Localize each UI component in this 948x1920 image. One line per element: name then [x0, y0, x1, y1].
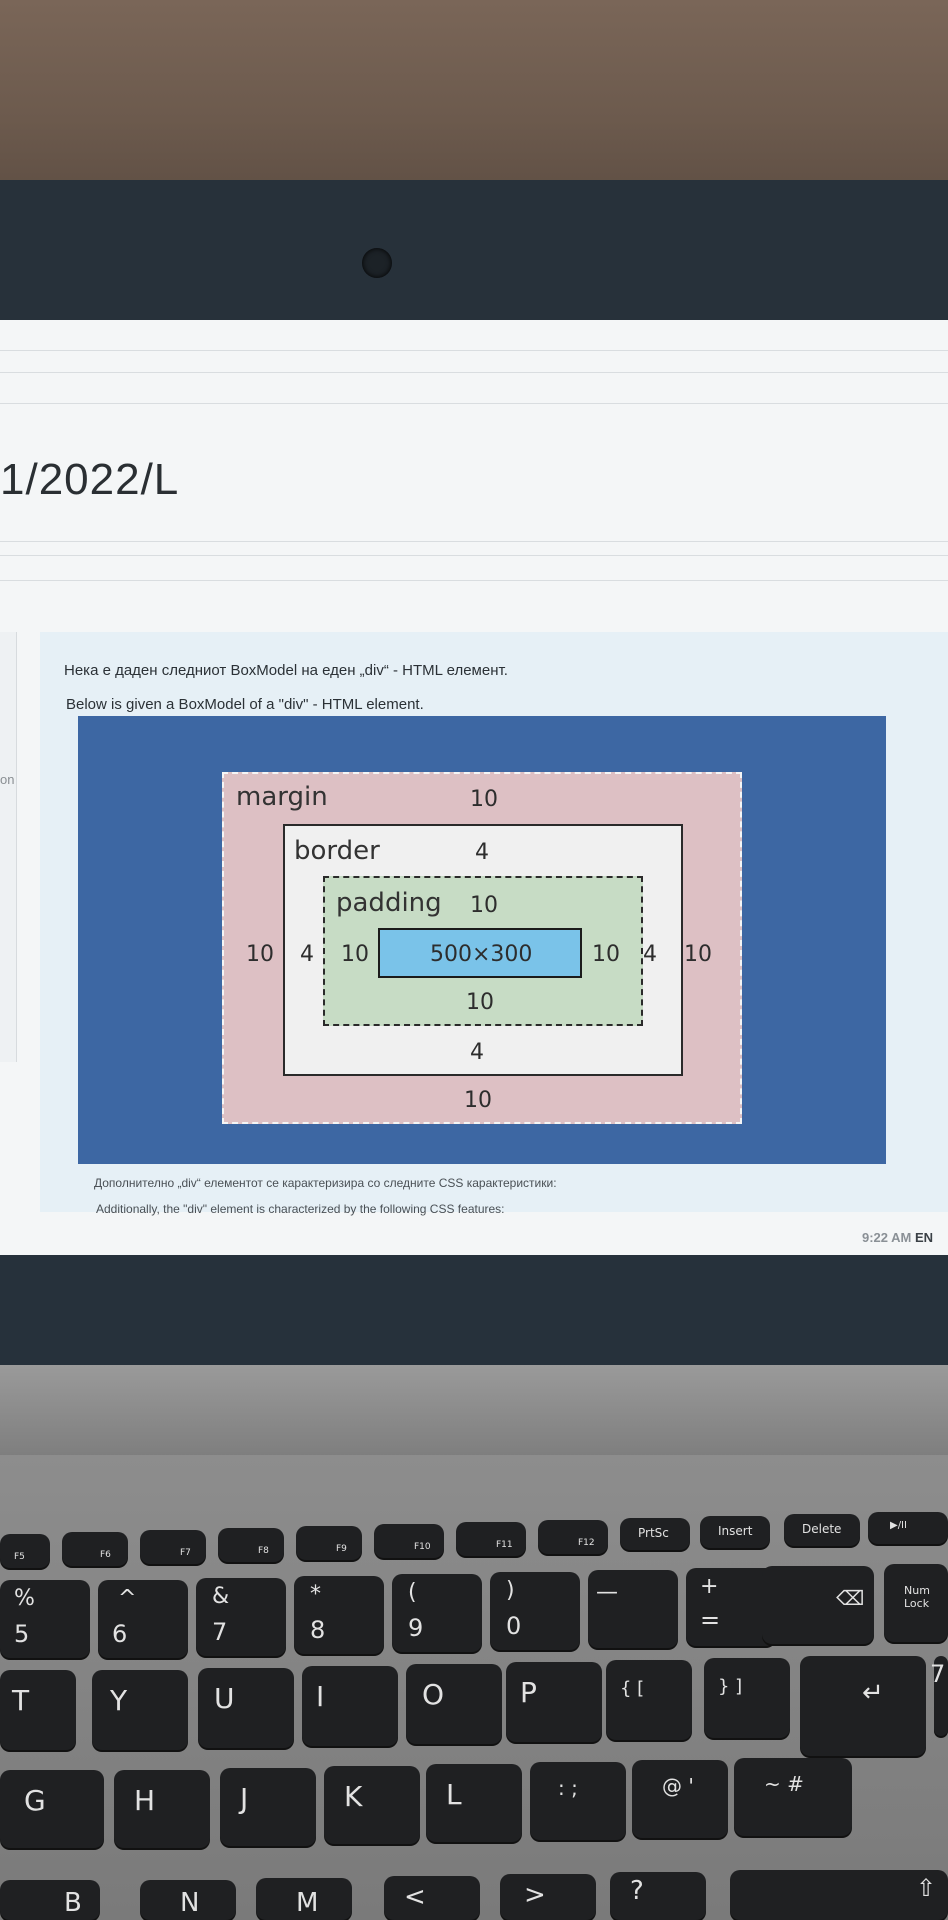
page-title: 1/2022/L	[0, 455, 180, 504]
key-t[interactable]: T	[0, 1670, 76, 1750]
margin-left-value: 10	[246, 942, 274, 967]
border-top-value: 4	[475, 840, 489, 865]
key-k[interactable]: K	[324, 1766, 420, 1844]
padding-top-value: 10	[470, 893, 498, 918]
shift-icon: ⇧	[916, 1874, 937, 1902]
laptop-hinge	[0, 1365, 948, 1460]
key-backspace[interactable]: ⌫	[762, 1566, 874, 1644]
key-5[interactable]: %5	[0, 1580, 90, 1658]
key-enter[interactable]: ↵	[800, 1656, 926, 1756]
key-f11[interactable]: F11	[456, 1522, 526, 1556]
left-nav-panel	[0, 632, 17, 1062]
language-indicator: EN	[915, 1230, 934, 1245]
key-f5[interactable]: F5	[0, 1534, 50, 1568]
key-insert[interactable]: Insert	[700, 1516, 770, 1548]
enter-icon: ↵	[862, 1678, 884, 1708]
key-slash[interactable]: ?	[610, 1872, 706, 1920]
clock-time: 9:22 AM	[862, 1230, 912, 1245]
key-f9[interactable]: F9	[296, 1526, 362, 1560]
key-7[interactable]: &7	[196, 1578, 286, 1656]
footer-text-mk: Дополнително „div“ елементот се карактер…	[94, 1176, 557, 1190]
padding-box	[323, 876, 643, 1026]
key-0[interactable]: )0	[490, 1572, 580, 1650]
key-6[interactable]: ^6	[98, 1580, 188, 1658]
footer-text-en: Additionally, the "div" element is chara…	[96, 1202, 505, 1216]
key-minus[interactable]: —	[588, 1570, 678, 1648]
key-p[interactable]: P	[506, 1662, 602, 1742]
margin-bottom-value: 10	[464, 1088, 492, 1113]
key-m[interactable]: M	[256, 1878, 352, 1920]
key-semicolon[interactable]: : ;	[530, 1762, 626, 1840]
divider	[0, 541, 948, 542]
padding-left-value: 10	[341, 942, 369, 967]
key-g[interactable]: G	[0, 1770, 104, 1848]
key-h[interactable]: H	[114, 1770, 210, 1848]
key-f7[interactable]: F7	[140, 1530, 206, 1564]
key-f8[interactable]: F8	[218, 1528, 284, 1562]
margin-label: margin	[236, 782, 328, 812]
divider	[0, 372, 948, 373]
content-size: 500×300	[430, 942, 533, 967]
webcam-icon	[362, 248, 392, 278]
divider	[0, 580, 948, 581]
divider	[0, 403, 948, 404]
question-intro-mk: Нека е даден следниот BoxModel на еден „…	[64, 662, 508, 679]
question-intro-en: Below is given a BoxModel of a "div" - H…	[66, 696, 424, 713]
taskbar-clock: 9:22 AM EN	[862, 1230, 933, 1245]
key-l[interactable]: L	[426, 1764, 522, 1842]
margin-top-value: 10	[470, 787, 498, 812]
key-num-lock[interactable]: Num Lock	[884, 1564, 948, 1642]
backspace-icon: ⌫	[836, 1586, 865, 1610]
key-numpad-7[interactable]: 7	[930, 1656, 948, 1736]
key-i[interactable]: I	[302, 1666, 398, 1746]
key-apostrophe[interactable]: @ '	[632, 1760, 728, 1838]
key-o[interactable]: O	[406, 1664, 502, 1744]
key-left-bracket[interactable]: { [	[606, 1660, 692, 1740]
key-j[interactable]: J	[220, 1768, 316, 1846]
divider	[0, 555, 948, 556]
key-hash[interactable]: ~ #	[734, 1758, 852, 1836]
key-f10[interactable]: F10	[374, 1524, 444, 1558]
key-period[interactable]: >	[500, 1874, 596, 1920]
margin-right-value: 10	[684, 942, 712, 967]
key-delete[interactable]: Delete	[784, 1514, 860, 1546]
padding-bottom-value: 10	[466, 990, 494, 1015]
key-right-bracket[interactable]: } ]	[704, 1658, 790, 1738]
border-label: border	[294, 836, 380, 866]
key-u[interactable]: U	[198, 1668, 294, 1748]
key-8[interactable]: *8	[294, 1576, 384, 1654]
border-left-value: 4	[300, 942, 314, 967]
key-play-pause[interactable]: ▶/II	[868, 1512, 948, 1544]
border-right-value: 4	[643, 942, 657, 967]
padding-right-value: 10	[592, 942, 620, 967]
content-box	[378, 928, 582, 978]
divider	[0, 350, 948, 351]
key-b[interactable]: B	[0, 1880, 100, 1920]
laptop-bottom-bezel	[0, 1255, 948, 1370]
background-wall	[0, 0, 948, 200]
key-f6[interactable]: F6	[62, 1532, 128, 1566]
border-bottom-value: 4	[470, 1040, 484, 1065]
key-right-shift[interactable]: ⇧	[730, 1870, 948, 1920]
key-equals[interactable]: +=	[686, 1568, 776, 1646]
key-comma[interactable]: <	[384, 1876, 480, 1920]
key-f12[interactable]: F12	[538, 1520, 608, 1554]
key-n[interactable]: N	[140, 1880, 236, 1920]
key-prtsc[interactable]: PrtSc	[620, 1518, 690, 1550]
key-y[interactable]: Y	[92, 1670, 188, 1750]
key-9[interactable]: (9	[392, 1574, 482, 1652]
padding-label: padding	[336, 888, 442, 918]
side-label: on	[0, 772, 15, 787]
